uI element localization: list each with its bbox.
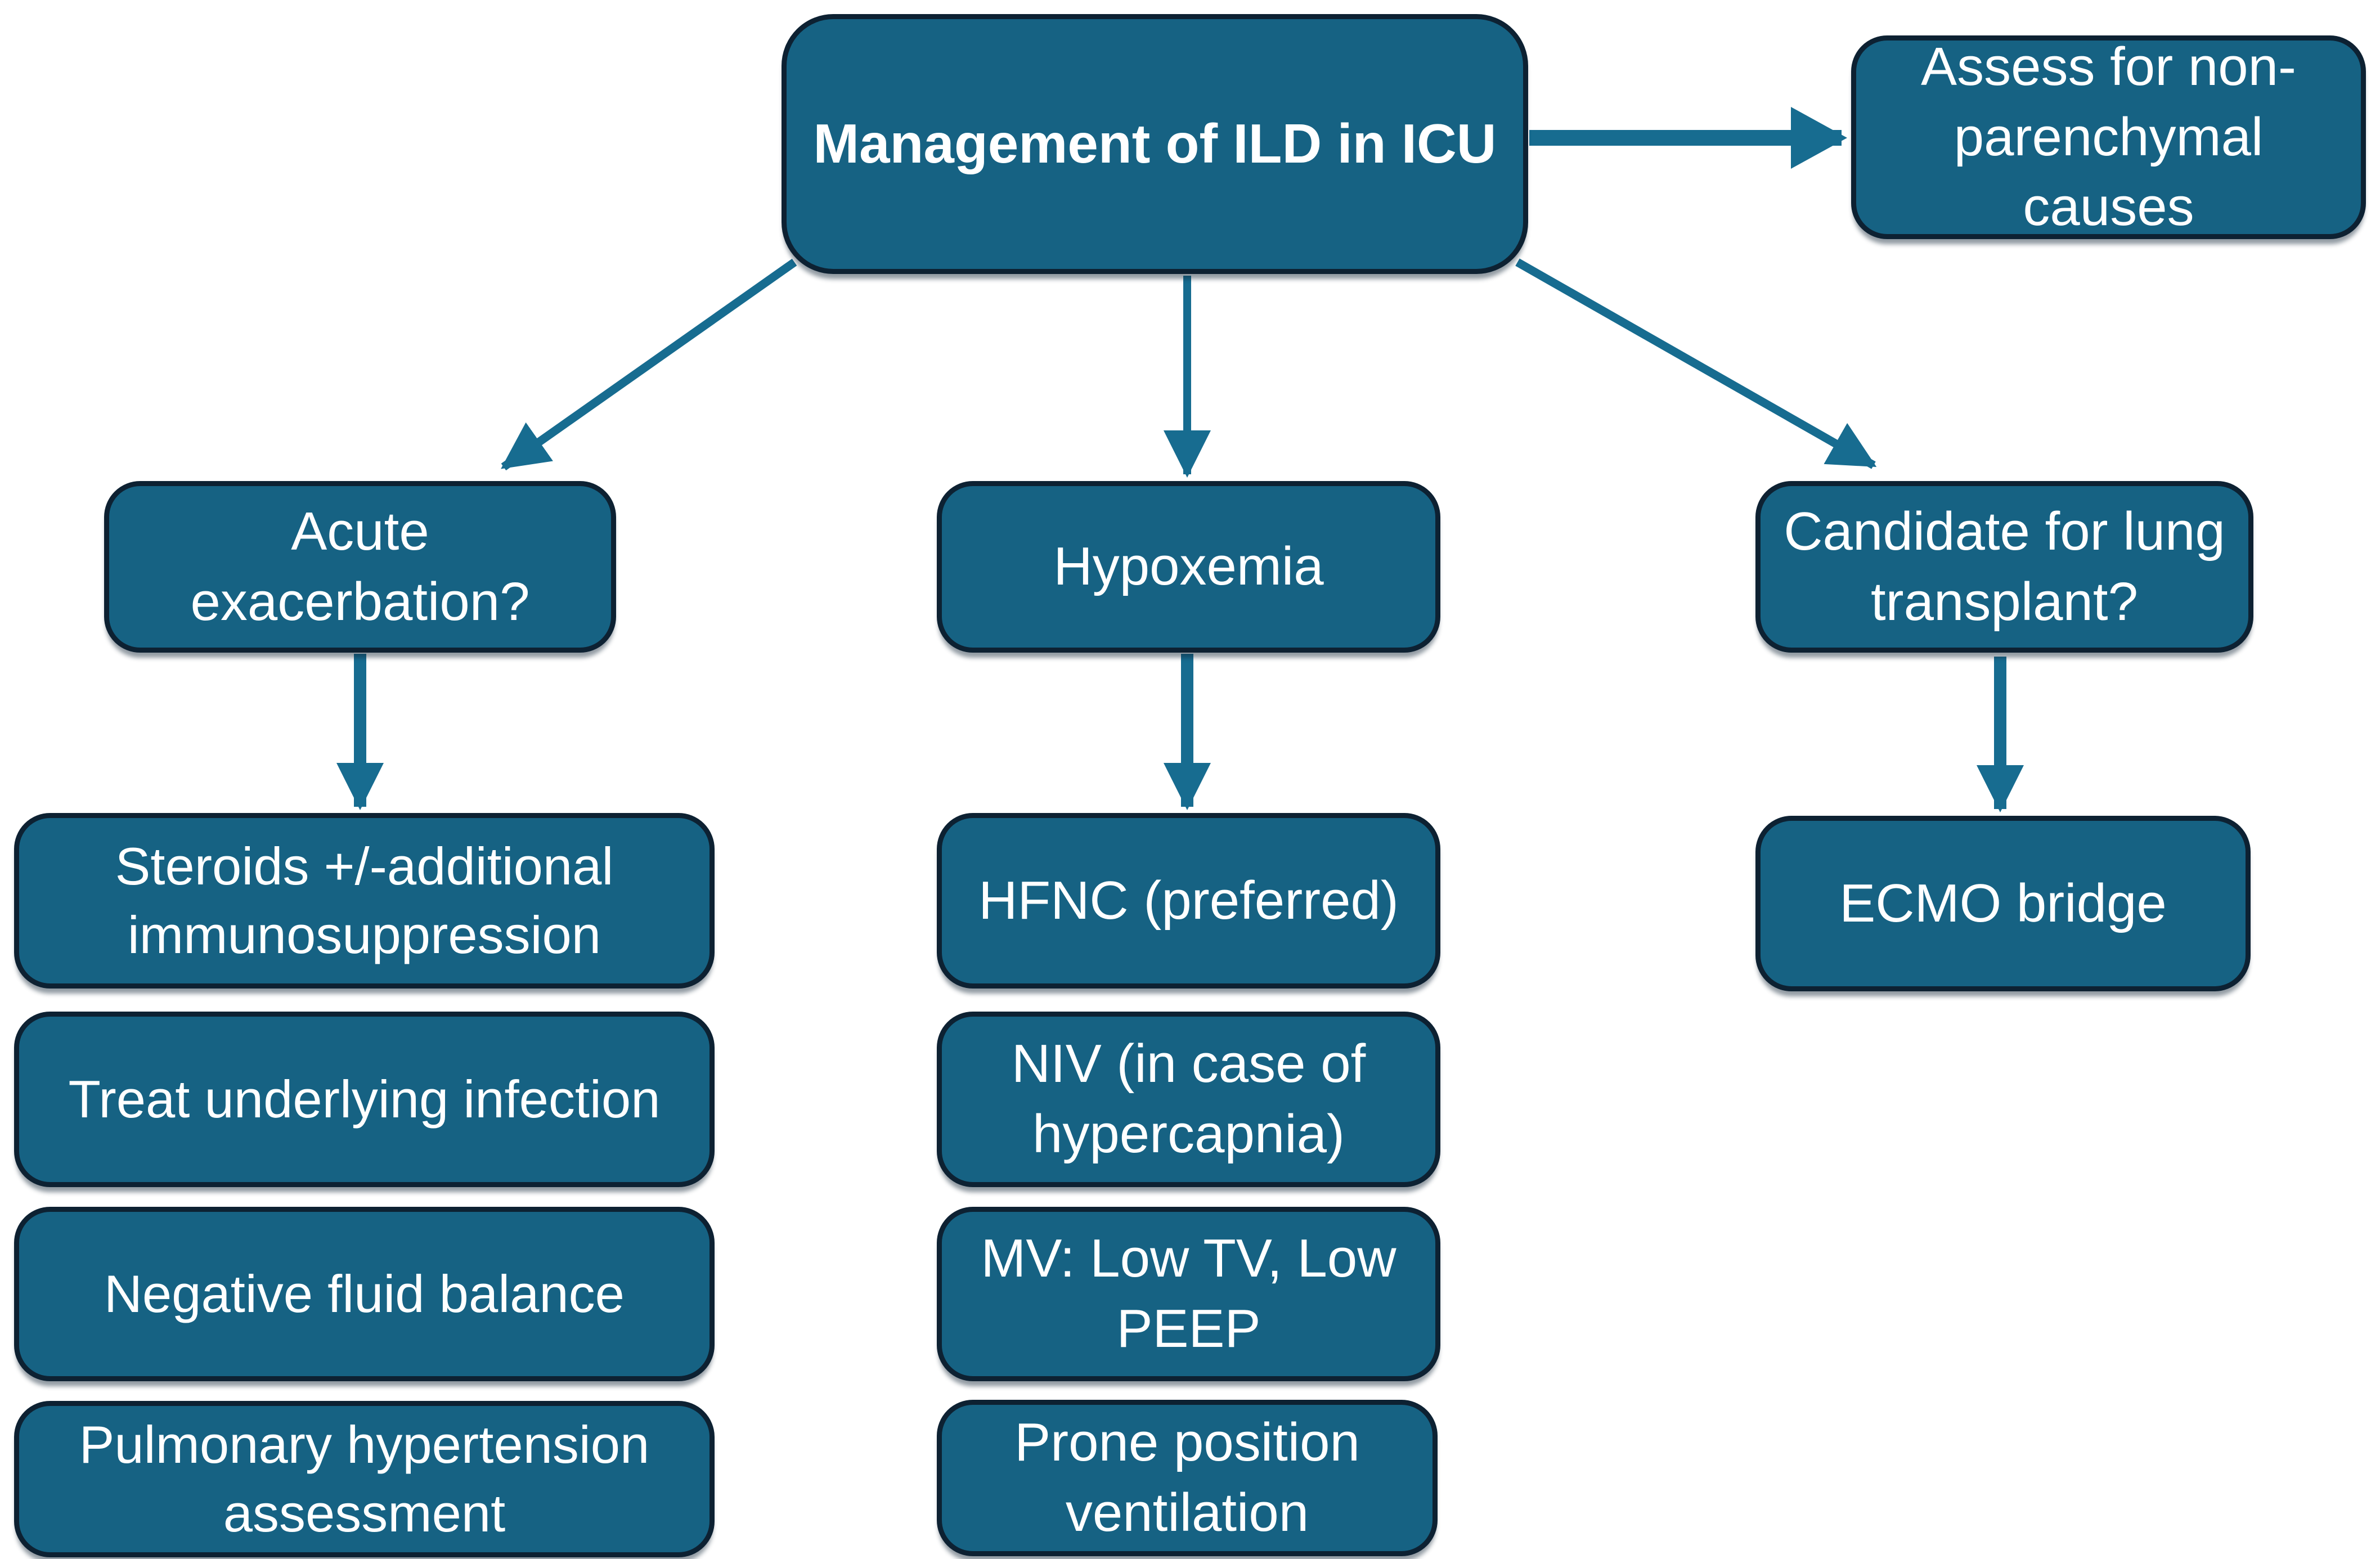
node-label: Hypoxemia	[1053, 536, 1324, 597]
node-negative-fluid-balance: Negative fluid balance	[14, 1207, 715, 1381]
node-label: NIV (in case of hypercapnia)	[1011, 1034, 1366, 1164]
node-label: Prone position ventilation	[1014, 1412, 1360, 1543]
node-mv-low-tv-low-peep: MV: Low TV, Low PEEP	[937, 1207, 1440, 1381]
arrow-main-to-candidate	[1515, 258, 1877, 469]
node-hfnc-preferred: HFNC (preferred)	[937, 813, 1440, 989]
node-label: HFNC (preferred)	[978, 870, 1399, 931]
node-niv-hypercapnia: NIV (in case of hypercapnia)	[937, 1012, 1440, 1187]
node-label: MV: Low TV, Low PEEP	[981, 1228, 1396, 1359]
node-assess-non-parenchymal-causes: Assess for non-parenchymal causes	[1851, 35, 2366, 239]
node-steroids-immunosuppression: Steroids +/-additional immunosuppression	[14, 813, 715, 989]
node-label: Acute exacerbation?	[190, 501, 530, 632]
node-prone-position-ventilation: Prone position ventilation	[937, 1400, 1438, 1556]
node-label: Steroids +/-additional immunosuppression	[115, 836, 614, 964]
node-treat-underlying-infection: Treat underlying infection	[14, 1012, 715, 1187]
node-ecmo-bridge: ECMO bridge	[1755, 816, 2251, 991]
node-label: ECMO bridge	[1839, 873, 2167, 933]
node-label: Assess for non-parenchymal causes	[1921, 36, 2296, 237]
node-label: Management of ILD in ICU	[813, 113, 1497, 175]
node-label: Candidate for lung transplant?	[1784, 501, 2225, 632]
node-label: Treat underlying infection	[68, 1069, 661, 1129]
arrow-main-to-acute	[501, 258, 797, 471]
node-label: Pulmonary hypertension assessment	[79, 1414, 650, 1543]
node-label: Negative fluid balance	[104, 1264, 625, 1323]
node-acute-exacerbation: Acute exacerbation?	[104, 481, 616, 653]
node-management-of-ild-in-icu: Management of ILD in ICU	[782, 14, 1528, 274]
node-hypoxemia: Hypoxemia	[937, 481, 1440, 653]
node-candidate-lung-transplant: Candidate for lung transplant?	[1755, 481, 2253, 653]
node-pulmonary-hypertension-assessment: Pulmonary hypertension assessment	[14, 1401, 715, 1557]
